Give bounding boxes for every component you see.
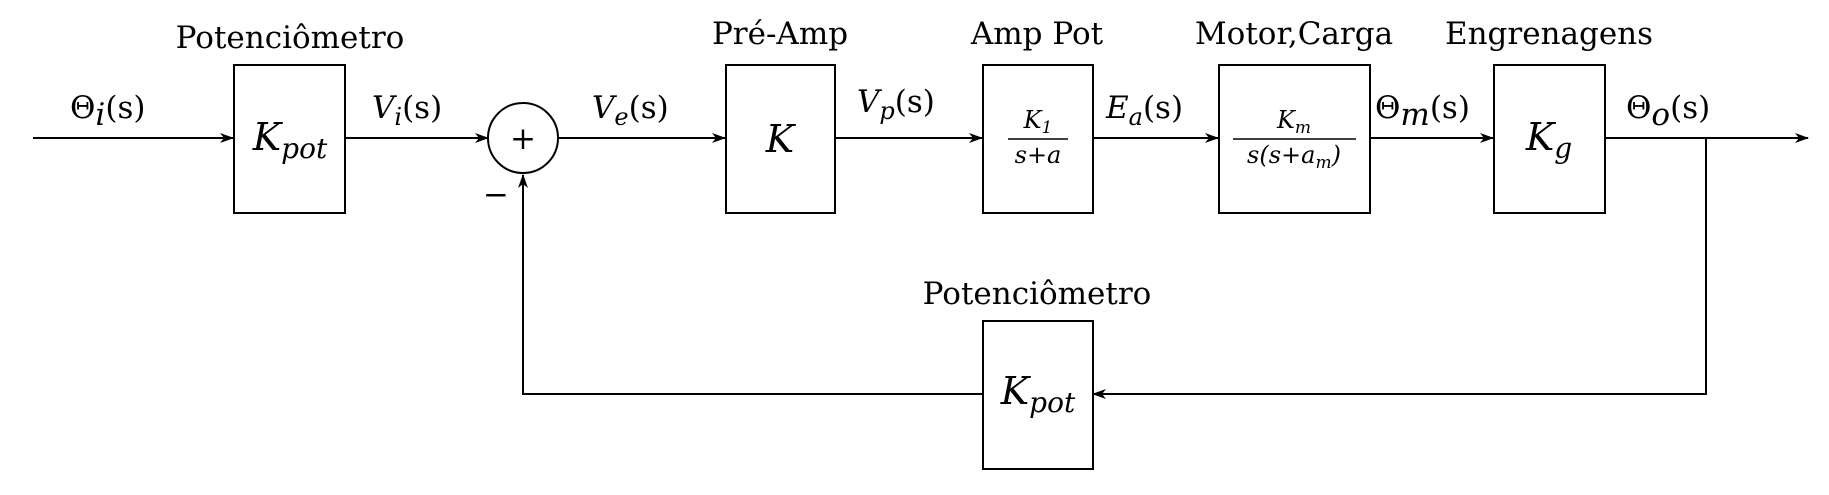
block-title-gears: Engrenagens bbox=[1445, 16, 1653, 52]
signal-v-e: Ve(s) bbox=[592, 90, 669, 131]
block-gears bbox=[1493, 64, 1606, 214]
gain-potentiometer-feedback: Kpot bbox=[1000, 369, 1076, 419]
signal-e-a: Ea(s) bbox=[1105, 90, 1183, 131]
summing-minus-sign: − bbox=[483, 177, 509, 213]
gain-gears: Kg bbox=[1525, 115, 1572, 165]
tf-motor-denominator: s(s+am) bbox=[1247, 141, 1341, 173]
block-title-amppot: Amp Pot bbox=[970, 16, 1104, 52]
summing-plus-sign: + bbox=[510, 121, 536, 157]
signal-theta-m: Θm(s) bbox=[1375, 90, 1470, 133]
gain-potentiometer-input: Kpot bbox=[252, 115, 328, 165]
signal-theta-i: Θi(s) bbox=[70, 90, 145, 133]
signal-v-p: Vp(s) bbox=[857, 84, 935, 125]
block-potentiometer-feedback bbox=[982, 320, 1094, 470]
block-potentiometer-input bbox=[233, 64, 346, 214]
gain-preamp: K bbox=[765, 117, 797, 161]
wire-feedback-left bbox=[518, 174, 983, 395]
tf-amppot-numerator: K1 bbox=[1023, 106, 1053, 138]
signal-v-i: Vi(s) bbox=[372, 90, 442, 131]
summing-junction bbox=[487, 102, 559, 174]
block-preamp bbox=[725, 64, 836, 214]
block-title-potentiometer-feedback: Potenciômetro bbox=[923, 276, 1152, 312]
block-title-motor: Motor,Carga bbox=[1195, 16, 1393, 52]
tf-amppot-denominator: s+a bbox=[1015, 141, 1062, 169]
signal-theta-o: Θo(s) bbox=[1626, 90, 1710, 133]
wire-feedback-right bbox=[1092, 138, 1707, 399]
tf-motor-numerator: Km bbox=[1276, 106, 1311, 138]
block-title-potentiometer-input: Potenciômetro bbox=[176, 20, 405, 56]
block-title-preamp: Pré-Amp bbox=[712, 16, 848, 52]
